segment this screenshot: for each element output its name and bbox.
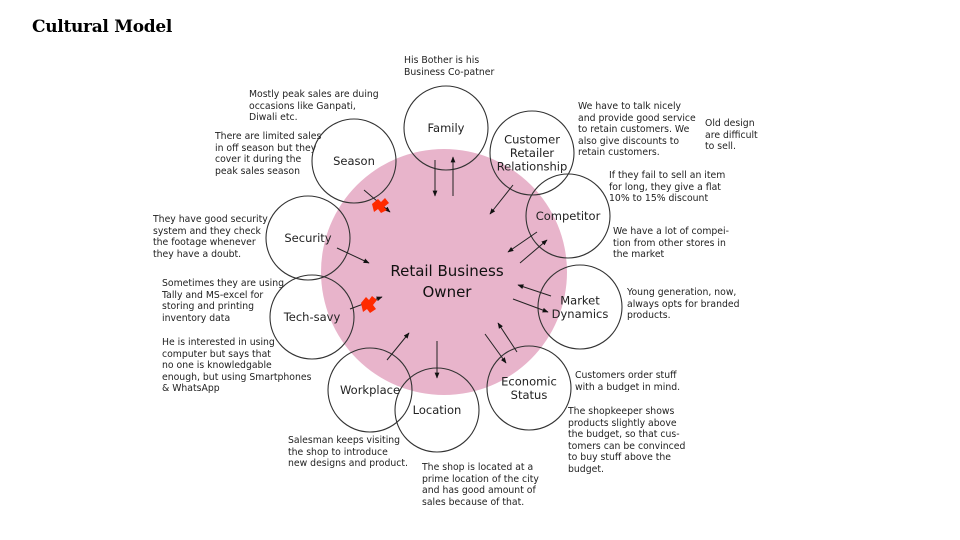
node-label: Location <box>413 403 462 417</box>
nodes-layer: FamilyCustomerRetailerRelationshipCompet… <box>265 85 623 453</box>
node-label: Customer <box>504 133 560 147</box>
node-label: Security <box>284 231 331 245</box>
node-circle <box>403 85 489 171</box>
node-season: Season <box>311 118 397 204</box>
page-title: Cultural Model <box>32 17 173 37</box>
node-circle <box>327 347 413 433</box>
breakdown-marker-season <box>372 198 389 213</box>
node-tech-savy: Tech-savy <box>269 274 355 360</box>
arrow-customer-to-owner <box>489 184 514 215</box>
note-season-peak: Mostly peak sales are duing occasions li… <box>249 89 379 124</box>
node-workplace: Workplace <box>327 347 413 433</box>
center-label-line-1: Retail Business <box>390 262 503 280</box>
note-location: The shop is located at a prime location … <box>422 462 539 508</box>
arrow-owner-to-economic <box>484 333 507 364</box>
node-circle <box>269 274 355 360</box>
node-label: Market <box>560 293 600 307</box>
note-workplace: Salesman keeps visiting the shop to intr… <box>288 435 408 470</box>
note-old-design: Old design are difficult to sell. <box>705 118 758 153</box>
node-label: Competitor <box>536 209 601 223</box>
arrow-security-to-owner <box>336 247 370 264</box>
note-tech-interest: He is interested in using computer but s… <box>162 337 312 395</box>
note-economic-shopkeeper: The shopkeeper shows products slightly a… <box>568 406 686 475</box>
note-market-dynamics: Young generation, now, always opts for b… <box>627 287 740 322</box>
note-customer-retailer: We have to talk nicely and provide good … <box>578 101 696 159</box>
node-label: Tech-savy <box>283 310 341 324</box>
arrow-market-to-owner <box>517 284 552 297</box>
arrows-layer <box>336 156 552 379</box>
note-competitor-discount: If they fail to sell an item for long, t… <box>609 170 726 205</box>
node-circle <box>486 345 572 431</box>
arrow-competitor-to-owner <box>507 231 538 253</box>
note-tech-tally: Sometimes they are using Tally and MS-ex… <box>162 278 284 324</box>
breakdown-marker-tech-savy <box>361 296 377 313</box>
node-label: Family <box>427 121 464 135</box>
center-label-line-2: Owner <box>423 283 473 301</box>
node-circle <box>265 195 351 281</box>
note-family: His Bother is his Business Co-patner <box>404 55 495 78</box>
node-label: Economic <box>501 374 557 388</box>
note-security: They have good security system and they … <box>153 214 268 260</box>
node-family: Family <box>403 85 489 171</box>
node-circle <box>311 118 397 204</box>
arrow-owner-to-market <box>512 298 549 313</box>
node-label: Relationship <box>497 160 568 174</box>
node-circle <box>537 264 623 350</box>
arrow-owner-to-competitor <box>519 239 548 264</box>
node-label: Status <box>511 388 548 402</box>
node-label: Workplace <box>340 383 400 397</box>
node-security: Security <box>265 195 351 281</box>
note-competitor-competition: We have a lot of compei- tion from other… <box>613 226 729 261</box>
node-label: Season <box>333 154 375 168</box>
arrow-workplace-to-owner <box>386 332 410 361</box>
node-label: Retailer <box>510 146 555 160</box>
note-economic-budget: Customers order stuff with a budget in m… <box>575 370 681 393</box>
node-circle <box>525 173 611 259</box>
note-season-limited: There are limited sales in off season bu… <box>215 131 322 177</box>
arrow-economic-to-owner <box>497 322 518 353</box>
node-label: Dynamics <box>552 307 609 321</box>
node-competitor: Competitor <box>525 173 611 259</box>
